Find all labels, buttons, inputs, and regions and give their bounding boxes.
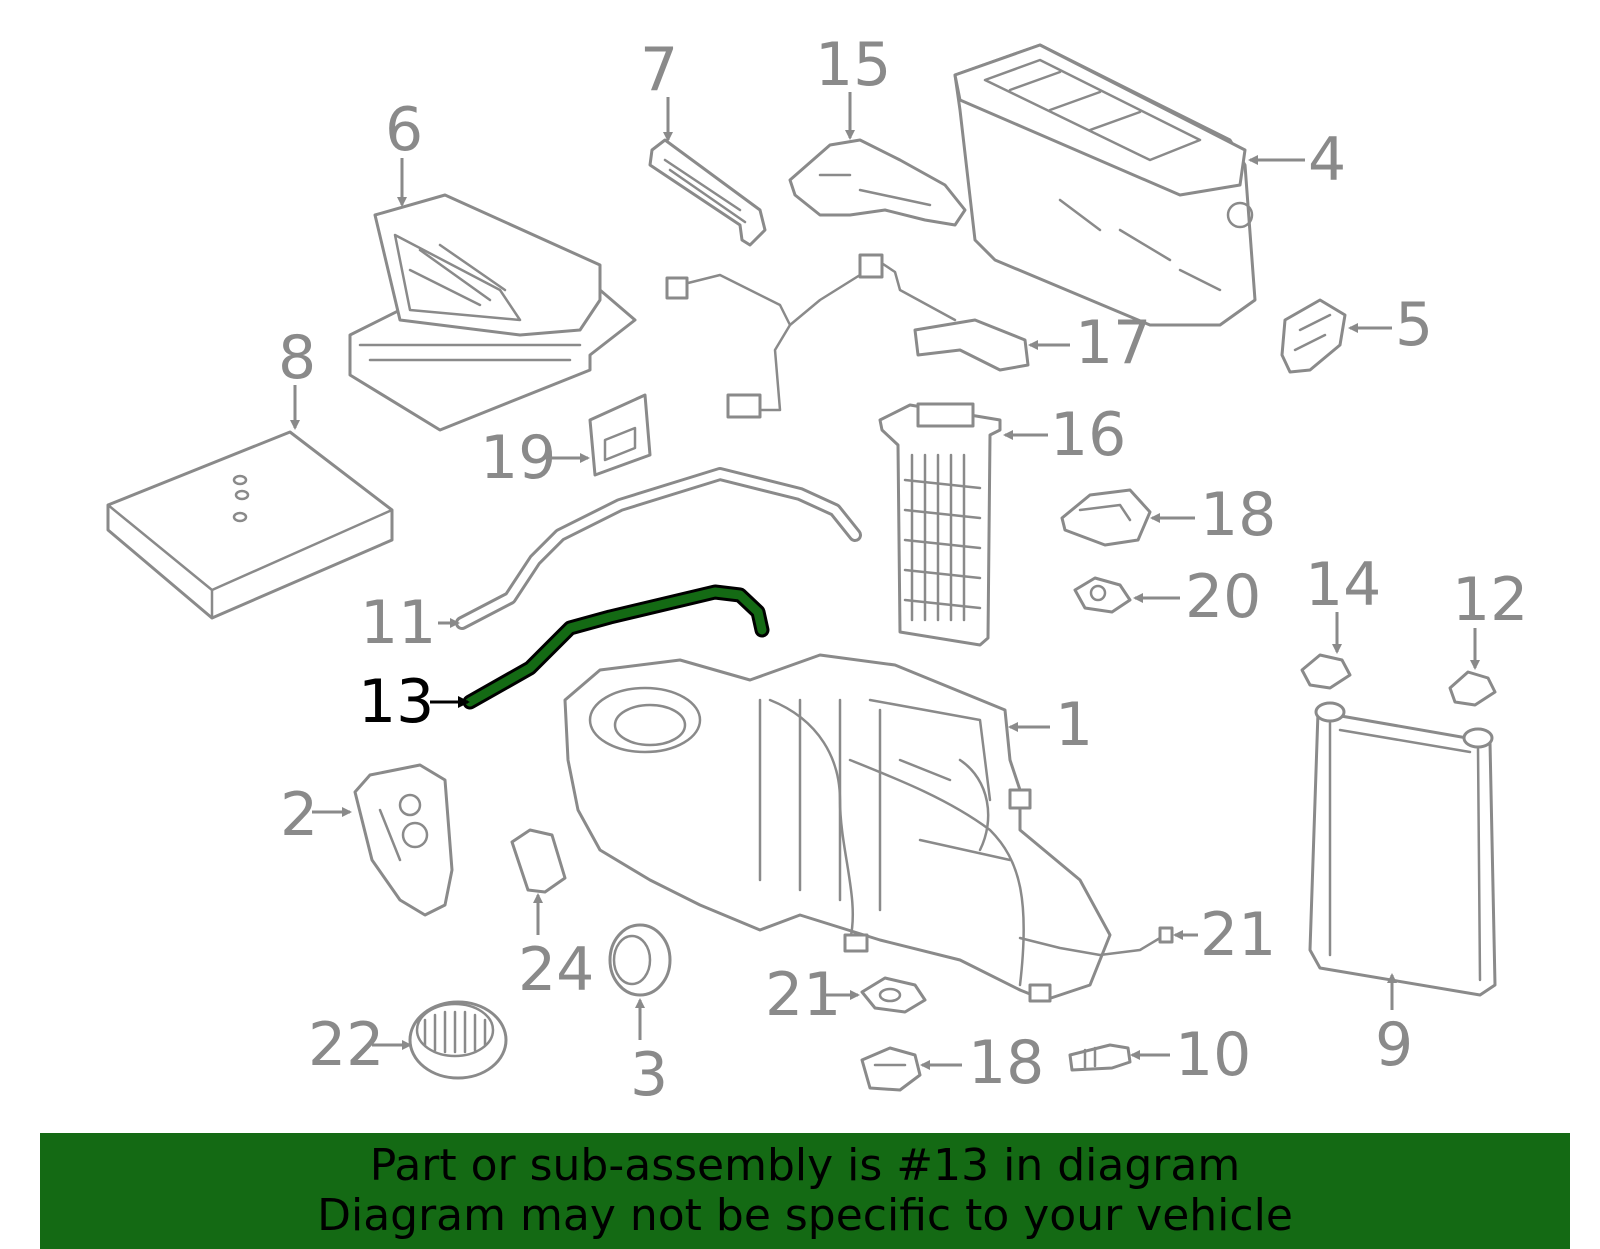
part-1-hvac-assembly bbox=[563, 653, 1112, 1003]
callout-11: 11 bbox=[360, 588, 436, 658]
part-24-clip bbox=[510, 828, 567, 894]
info-banner: Part or sub-assembly is #13 in diagram D… bbox=[40, 1133, 1570, 1249]
callout-2: 2 bbox=[280, 780, 318, 850]
part-3-cap bbox=[608, 923, 672, 997]
callout-10: 10 bbox=[1175, 1020, 1251, 1090]
part-19-module bbox=[588, 393, 652, 477]
banner-line-1: Part or sub-assembly is #13 in diagram bbox=[369, 1140, 1241, 1191]
callout-15: 15 bbox=[815, 30, 891, 100]
callout-12: 12 bbox=[1452, 565, 1528, 635]
banner-line-2: Diagram may not be specific to your vehi… bbox=[317, 1190, 1293, 1241]
callout-20: 20 bbox=[1185, 562, 1261, 632]
callout-22: 21 bbox=[1200, 900, 1276, 970]
callout-1: 1 bbox=[1055, 690, 1093, 760]
callout-18b: 18 bbox=[968, 1028, 1044, 1098]
callout-24: 24 bbox=[518, 935, 594, 1005]
callout-14: 14 bbox=[1305, 550, 1381, 620]
callout-4: 4 bbox=[1308, 125, 1346, 195]
part-18-sensor-upper bbox=[1060, 488, 1152, 547]
callout-13: 13 bbox=[358, 667, 434, 737]
callout-19: 19 bbox=[480, 423, 556, 493]
part-11-tube bbox=[455, 467, 862, 630]
part-2-cover bbox=[353, 763, 454, 917]
callout-16: 16 bbox=[1050, 400, 1126, 470]
callout-5: 5 bbox=[1395, 290, 1433, 360]
part-6-blower-housing bbox=[348, 193, 637, 432]
part-9-heater-core bbox=[1308, 701, 1497, 997]
callout-17: 17 bbox=[1075, 308, 1151, 378]
callout-7: 7 bbox=[640, 35, 678, 105]
part-8-cabin-filter bbox=[106, 430, 394, 620]
callout-23: 22 bbox=[308, 1010, 384, 1080]
callout-3: 3 bbox=[630, 1040, 668, 1110]
part-23-blower-motor bbox=[408, 1000, 508, 1080]
part-22-harness bbox=[1018, 926, 1174, 957]
part-5-actuator bbox=[1280, 298, 1347, 374]
part-16-grid bbox=[878, 402, 1002, 647]
callout-8: 8 bbox=[278, 323, 316, 393]
part-10-temp-sensor bbox=[1068, 1043, 1132, 1072]
part-15-duct bbox=[788, 138, 967, 227]
part-20-grommet bbox=[1073, 576, 1132, 614]
part-17-wiring-harness bbox=[665, 253, 1030, 419]
part-4-hvac-case bbox=[953, 43, 1257, 327]
callout-18a: 18 bbox=[1200, 480, 1276, 550]
part-14-clip bbox=[1300, 653, 1352, 690]
callout-9: 9 bbox=[1375, 1010, 1413, 1080]
part-12-clip bbox=[1448, 670, 1497, 707]
part-21-seal bbox=[860, 976, 927, 1014]
part-7-vent-duct bbox=[648, 138, 767, 247]
part-13-drain-tube bbox=[462, 584, 770, 710]
callout-6: 6 bbox=[385, 95, 423, 165]
part-18-sensor-lower bbox=[860, 1046, 922, 1092]
parts-diagram: 6 7 15 4 5 17 bbox=[106, 30, 1528, 1110]
